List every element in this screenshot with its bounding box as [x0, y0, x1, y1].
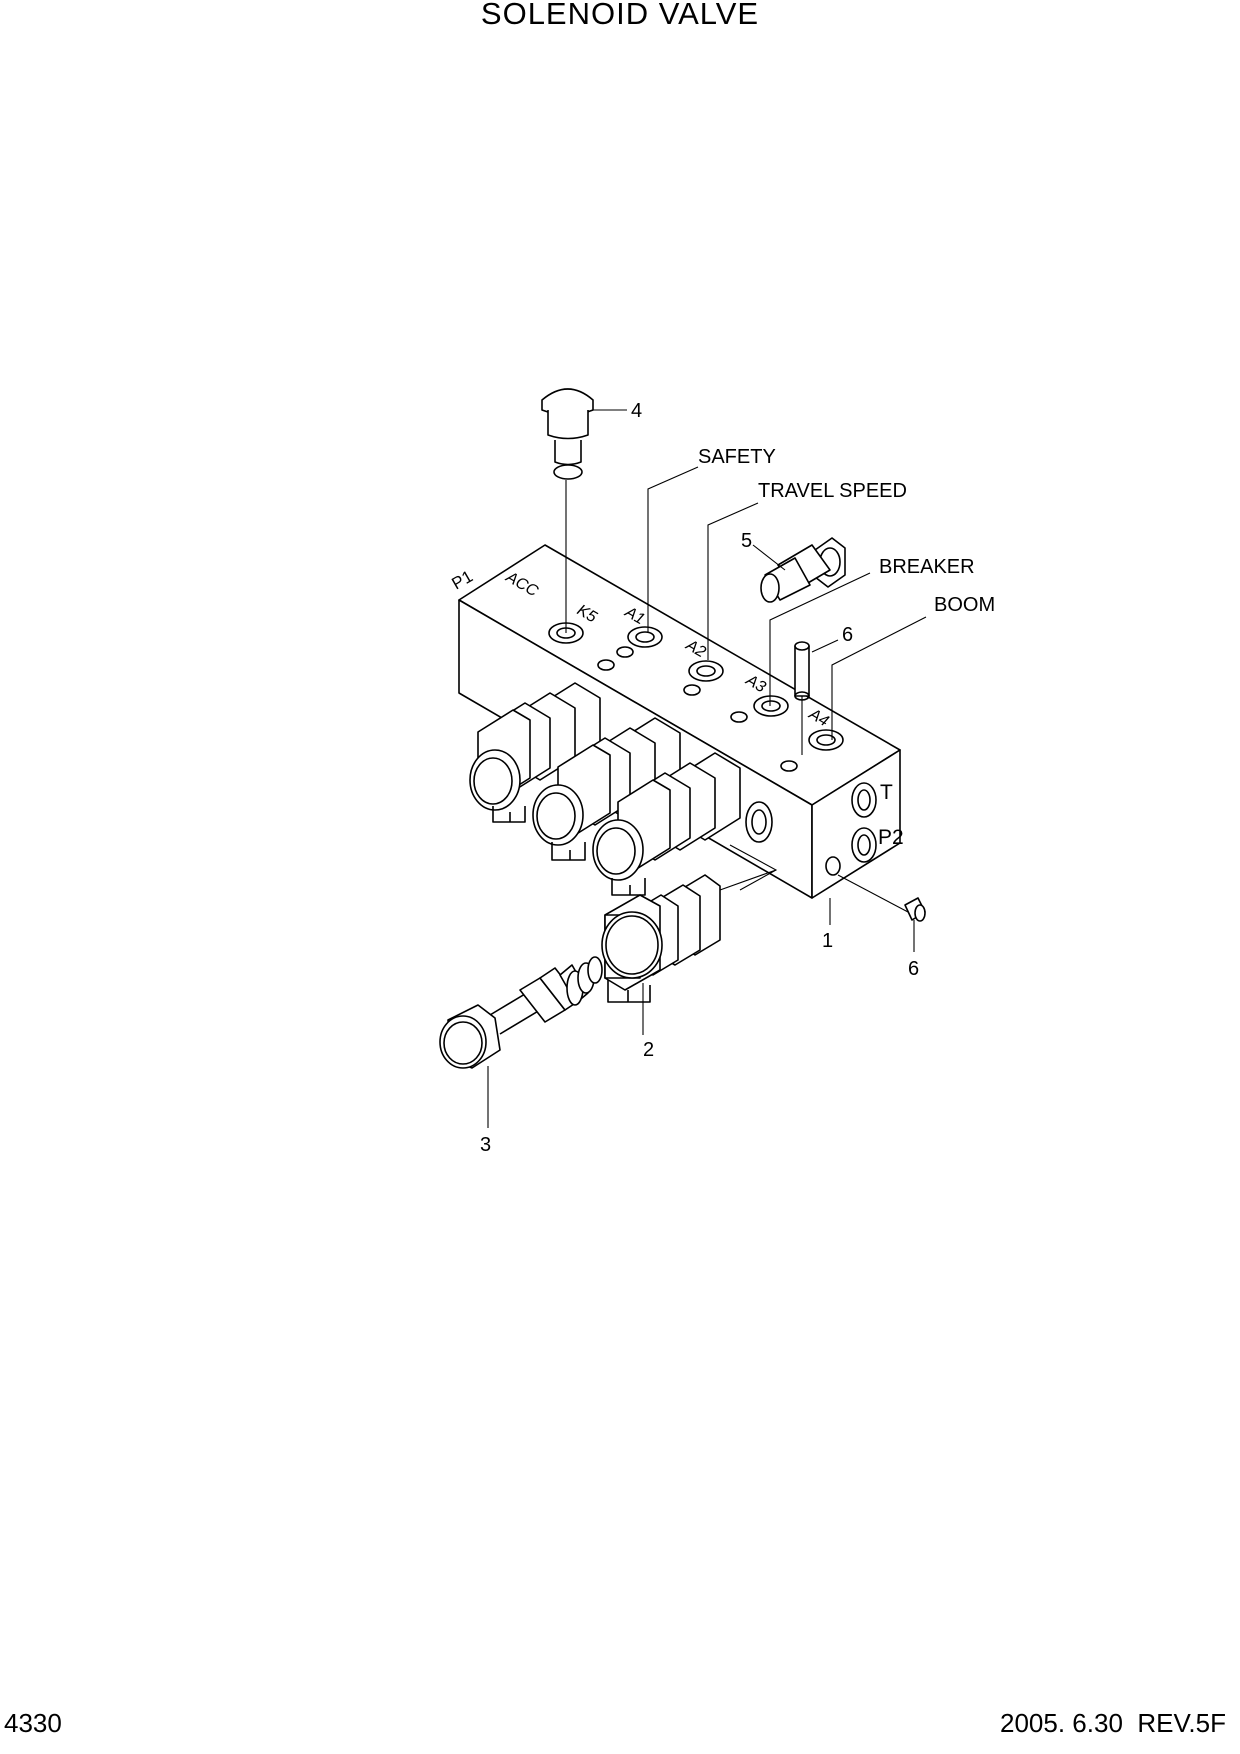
- label-t: T: [880, 781, 893, 804]
- end-ports: [825, 782, 877, 876]
- cartridge-valve: [439, 956, 603, 1069]
- leader-lines: [487, 409, 927, 1128]
- loose-coil: [601, 869, 777, 1003]
- plug: [541, 388, 594, 480]
- callout-3: 3: [480, 1134, 491, 1156]
- callout-4: 4: [631, 400, 642, 422]
- small-plug-lower: [904, 897, 926, 922]
- callout-6-lower: 6: [908, 958, 919, 980]
- callout-1: 1: [822, 930, 833, 952]
- callout-5: 5: [741, 530, 752, 552]
- callout-6-upper: 6: [842, 624, 853, 646]
- callout-2: 2: [643, 1039, 654, 1061]
- label-p2: P2: [878, 826, 904, 849]
- installed-coil-3: [592, 752, 741, 896]
- page-title: SOLENOID VALVE: [480, 0, 760, 31]
- callout-boom: BOOM: [934, 594, 995, 616]
- installed-coil-1: [469, 682, 601, 823]
- fitting: [760, 537, 846, 603]
- top-ports: [548, 622, 844, 772]
- callouts: 4 SAFETY TRAVEL SPEED 5 BREAKER BOOM 6 1…: [480, 400, 995, 1156]
- revision-date: 2005. 6.30 REV.5F: [1000, 1708, 1226, 1738]
- installed-coil-2: [532, 717, 681, 861]
- callout-breaker: BREAKER: [879, 556, 975, 578]
- callout-safety: SAFETY: [698, 446, 776, 468]
- small-plug-upper: [794, 641, 810, 701]
- page-code: 4330: [4, 1708, 62, 1738]
- label-p1: P1: [449, 567, 477, 594]
- callout-travel-speed: TRAVEL SPEED: [758, 480, 907, 502]
- front-port: [745, 801, 773, 843]
